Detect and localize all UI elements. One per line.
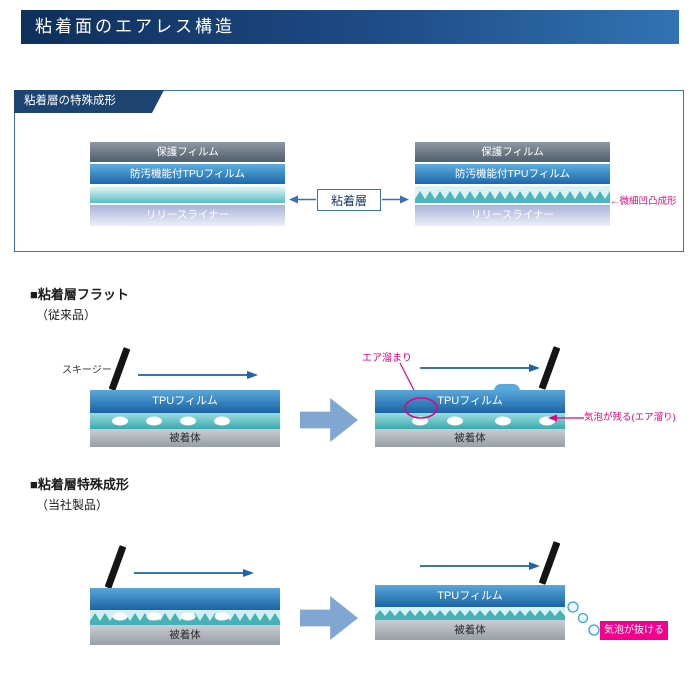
layer-stack-flat: 保護フィルム 防汚機能付TPUフィルム リリースライナー (90, 142, 285, 228)
air-bubble (180, 612, 196, 621)
flat-after-stack: TPUフィルム 被着体 (375, 390, 565, 447)
adhesive-left-arrow-icon (289, 195, 316, 204)
formed-adhesive-compressed (375, 607, 565, 620)
squeegee-icon (104, 545, 127, 589)
protect-film-layer: 保護フィルム (415, 142, 610, 162)
air-bubble (180, 416, 196, 426)
escaping-bubbles-icon (567, 601, 600, 636)
squeegee-icon (538, 541, 561, 585)
release-liner-layer: リリースライナー (415, 205, 610, 226)
substrate-layer: 被着体 (90, 625, 280, 645)
air-pocket-circle-icon (404, 397, 438, 419)
adhesive-with-bubbles (90, 413, 280, 429)
formed-before-stack: 被着体 (90, 588, 280, 645)
formed-after-stack: TPUフィルム 被着体 (375, 585, 565, 640)
air-bubble (112, 416, 128, 426)
application-arrow-icon (420, 562, 540, 570)
air-bubble (112, 612, 128, 621)
tpu-film-layer: 防汚機能付TPUフィルム (90, 164, 285, 184)
air-pocket-label: エア溜まり (362, 353, 412, 364)
application-arrow-icon (420, 364, 540, 372)
protect-film-layer: 保護フィルム (90, 142, 285, 162)
flat-section-heading: ■粘着層フラット (30, 287, 129, 302)
bubble-escape-note: 気泡が抜ける (600, 621, 668, 640)
application-arrow-icon (138, 371, 258, 379)
tpu-film-layer: TPUフィルム (375, 390, 565, 413)
tpu-film-layer: TPUフィルム (375, 585, 565, 607)
release-liner-layer: リリースライナー (90, 205, 285, 226)
trapped-bubble-pointer-icon (548, 414, 584, 422)
micro-texture-annotation: ←微細凹凸成形 (610, 196, 677, 207)
adhesive-right-arrow-icon (382, 195, 409, 204)
panel-tag-label: 粘着層の特殊成形 (24, 95, 116, 107)
flat-before-stack: TPUフィルム 被着体 (90, 390, 280, 447)
tpu-film-layer (90, 588, 280, 610)
tpu-film-layer: 防汚機能付TPUフィルム (415, 164, 610, 184)
special-section-heading: ■粘着層特殊成形 (30, 477, 129, 492)
air-bubble (495, 416, 511, 426)
adhesive-layer-flat (90, 186, 285, 203)
squeegee-icon (538, 346, 561, 390)
air-bubble (412, 416, 428, 426)
adhesive-layer-label: 粘着層 (317, 189, 381, 211)
panel-tag: 粘着層の特殊成形 (14, 90, 164, 113)
film-bump (494, 384, 520, 391)
air-bubble (447, 416, 463, 426)
air-bubble (146, 612, 162, 621)
page-title: 粘着面のエアレス構造 (35, 17, 235, 36)
substrate-layer: 被着体 (90, 429, 280, 447)
flat-section-subheading: （従来品） (36, 308, 97, 322)
air-bubble (214, 416, 230, 426)
trapped-bubble-note: 気泡が残る(エア溜り) (584, 412, 676, 423)
air-bubble (146, 416, 162, 426)
layer-stack-formed: 保護フィルム 防汚機能付TPUフィルム リリースライナー (415, 142, 610, 228)
air-bubble (214, 612, 230, 621)
application-arrow-icon (134, 569, 254, 577)
substrate-layer: 被着体 (375, 429, 565, 447)
transition-arrow-icon (300, 596, 358, 640)
formed-adhesive-with-bubbles (90, 610, 280, 625)
squeegee-label: スキージー → (62, 365, 125, 376)
transition-arrow-icon (300, 398, 358, 442)
special-section-subheading: （当社製品） (36, 498, 109, 512)
tpu-film-layer: TPUフィルム (90, 390, 280, 413)
substrate-layer: 被着体 (375, 620, 565, 640)
page-title-bar: 粘着面のエアレス構造 (21, 10, 679, 44)
adhesive-layer-formed (415, 186, 610, 203)
